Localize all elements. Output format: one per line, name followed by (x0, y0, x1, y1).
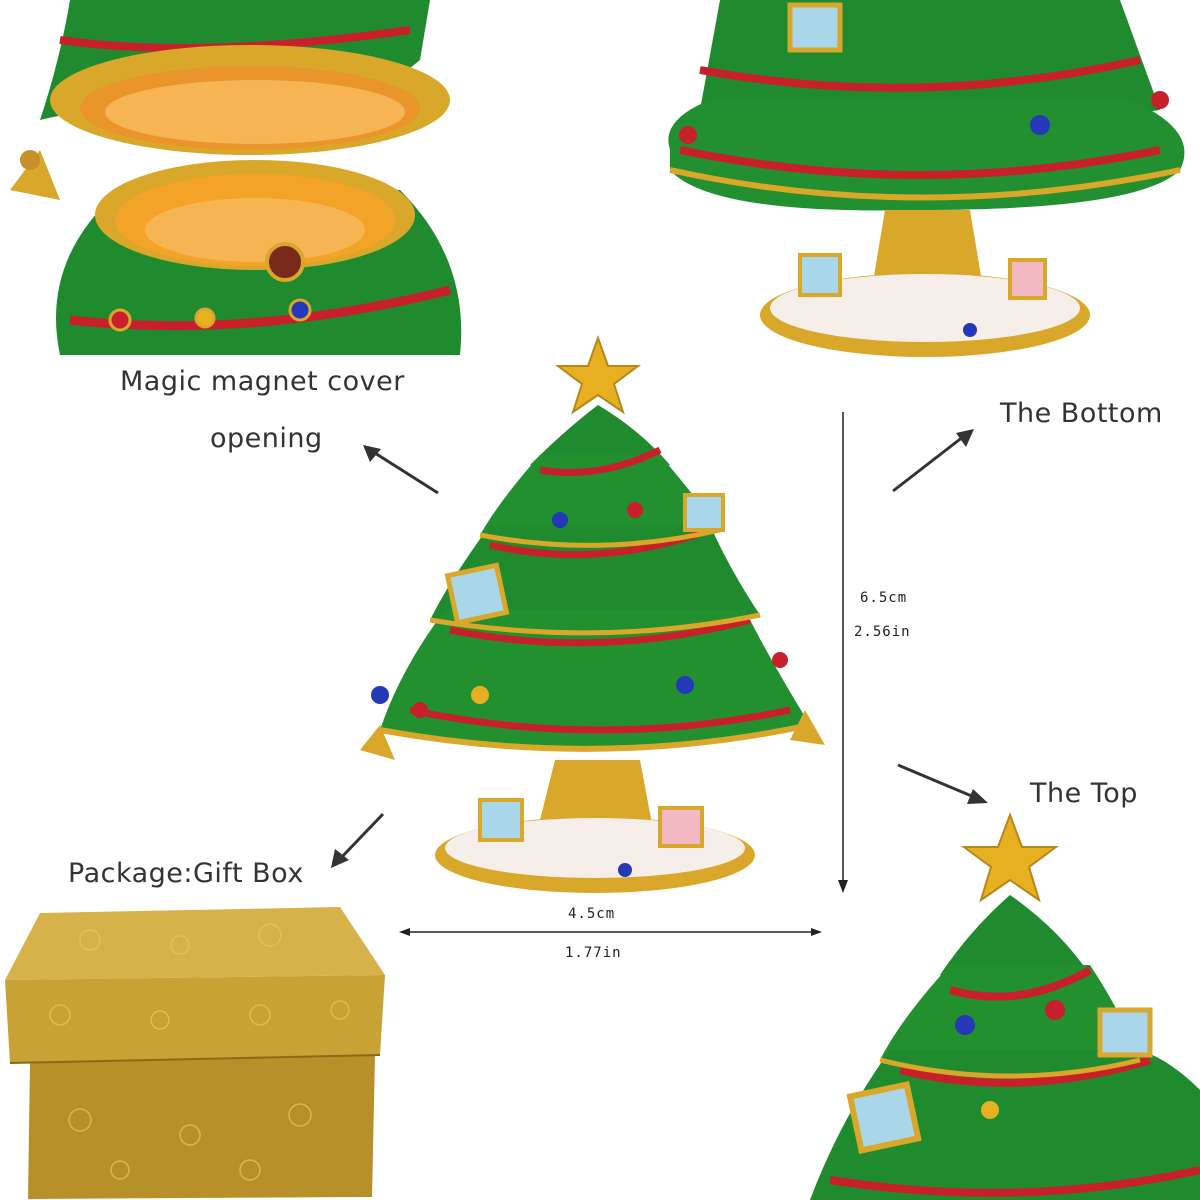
top-caption: The Top (1030, 778, 1138, 809)
arrow-to-top-icon (897, 763, 988, 804)
height-cm-label: 6.5cm (860, 590, 908, 606)
arrow-to-magnet-icon (363, 445, 439, 495)
arrow-to-package-icon (331, 812, 385, 868)
arrow-to-bottom-icon (892, 429, 974, 493)
photo-the-top (800, 810, 1200, 1200)
width-dimension-line (399, 928, 822, 936)
magnet-caption-line2: opening (210, 423, 323, 454)
bottom-caption: The Bottom (1000, 398, 1163, 429)
photo-the-bottom (640, 0, 1200, 370)
photo-gift-box (0, 905, 390, 1200)
photo-main-tree (340, 330, 830, 895)
height-dimension-line (838, 412, 848, 893)
photo-magnet-opening (0, 0, 470, 355)
package-caption: Package:Gift Box (68, 858, 304, 889)
width-cm-label: 4.5cm (568, 906, 616, 922)
magnet-caption-line1: Magic magnet cover (120, 366, 405, 397)
width-in-label: 1.77in (565, 945, 622, 961)
height-in-label: 2.56in (854, 624, 911, 640)
